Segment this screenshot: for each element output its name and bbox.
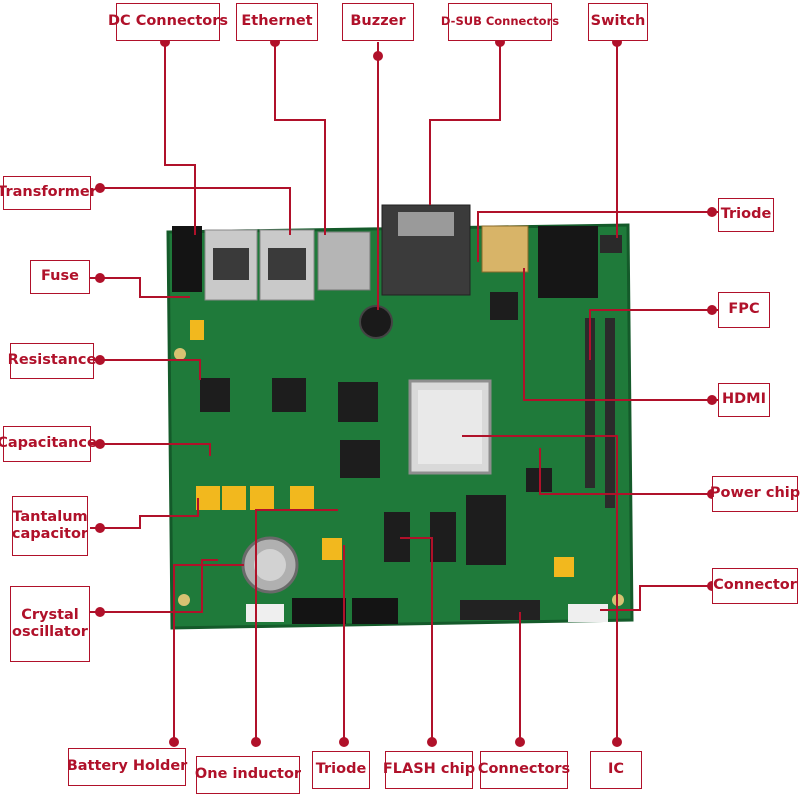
leader-transformer [96,187,291,235]
label-triode-right: Triode [718,198,774,232]
label-ethernet: Ethernet [236,3,318,41]
leader-power-chip [539,448,718,495]
flash-chip-part-2 [430,512,456,562]
leader-crystal [90,559,218,613]
dot-resistance [95,355,105,365]
dot-crystal [95,607,105,617]
label-dsub-connectors: D-SUB Connectors [441,3,559,41]
leader-dc-connectors [164,42,196,235]
ic-chip-3 [272,378,306,412]
tantalum-cap-7 [190,320,204,340]
label-crystal-oscillator: Crystal oscillator [10,586,90,662]
dot-tantalum [95,523,105,533]
tantalum-cap-5 [322,538,342,560]
ic-chip-5 [466,495,506,565]
label-fuse: Fuse [30,260,90,294]
mounting-hole-2 [174,348,186,360]
pcb-board [166,204,634,630]
leader-connector [600,585,718,611]
leader-triode-right [477,211,718,262]
tantalum-cap-3 [250,486,274,510]
tantalum-cap-4 [290,486,314,510]
label-hdmi: HDMI [718,383,770,417]
usb-port [317,231,371,291]
white-connector-1 [246,604,284,622]
label-ic: IC [590,751,642,789]
leader-fpc [589,309,718,360]
dsub-port [381,204,471,296]
dot-inductor [251,737,261,747]
dot-ic [612,737,622,747]
switch-part [600,235,622,253]
ic-chip-1 [338,382,378,422]
pin-header-2 [352,598,398,624]
board-outline [166,223,634,630]
dot-triode-right [707,207,717,217]
leader-dsub [429,42,501,205]
main-processor-lid [418,390,482,464]
dot-battery [169,737,179,747]
dot-capacitance [95,439,105,449]
dot-connectors [515,737,525,747]
tantalum-cap-2 [222,486,246,510]
leader-ic [462,435,618,742]
battery-holder-cell [254,549,286,581]
leader-tantalum [90,498,199,529]
leader-battery [173,564,244,742]
pin-header-3 [460,600,540,620]
leader-lines [90,42,718,742]
ethernet-port-2-opening [268,248,306,280]
label-capacitance: Capacitance [0,426,97,462]
label-dc-connectors: DC Connectors [108,3,228,41]
pin-header-1 [292,598,346,624]
dot-fpc [707,305,717,315]
leader-resistance [90,359,201,380]
dot-buzzer [373,51,383,61]
white-connector-2 [568,604,608,622]
leader-ethernet [274,42,326,235]
hdmi-port [481,225,529,273]
dc-jack [172,226,202,292]
audio-jacks [538,226,598,298]
label-buzzer: Buzzer [342,3,414,41]
dot-fuse [95,273,105,283]
label-flash-chip: FLASH chip [383,751,475,789]
dot-flash [427,737,437,747]
dsub-port-face [398,212,454,236]
dot-transformer [95,183,105,193]
dot-hdmi [707,395,717,405]
label-connector: Connector [712,568,798,604]
tantalum-cap-1 [196,486,220,510]
mounting-hole-1 [178,594,190,606]
label-triode-bottom: Triode [312,751,370,789]
fpc-connector-2 [605,318,615,508]
tantalum-cap-6 [554,557,574,577]
buzzer-part [359,305,393,339]
leader-inductor [255,509,338,742]
label-one-inductor: One inductor [195,756,301,794]
ic-chip-6 [490,292,518,320]
label-connectors: Connectors [478,751,570,789]
label-battery-holder: Battery Holder [67,748,187,786]
ic-chip-4 [200,378,230,412]
label-switch: Switch [588,3,648,41]
label-tantalum-capacitor: Tantalum capacitor [12,496,88,556]
label-transformer: Transformer [0,176,97,210]
leader-fuse [90,277,190,298]
leader-hdmi [523,268,718,401]
dot-triode-bottom [339,737,349,747]
ic-chip-2 [340,440,380,478]
label-resistance: Resistance [8,343,96,379]
fpc-connector-1 [585,318,595,488]
leader-flash [400,537,433,742]
ethernet-port-1-opening [213,248,249,280]
label-fpc: FPC [718,292,770,328]
label-power-chip: Power chip [710,476,800,512]
leader-capacitance [90,443,211,456]
